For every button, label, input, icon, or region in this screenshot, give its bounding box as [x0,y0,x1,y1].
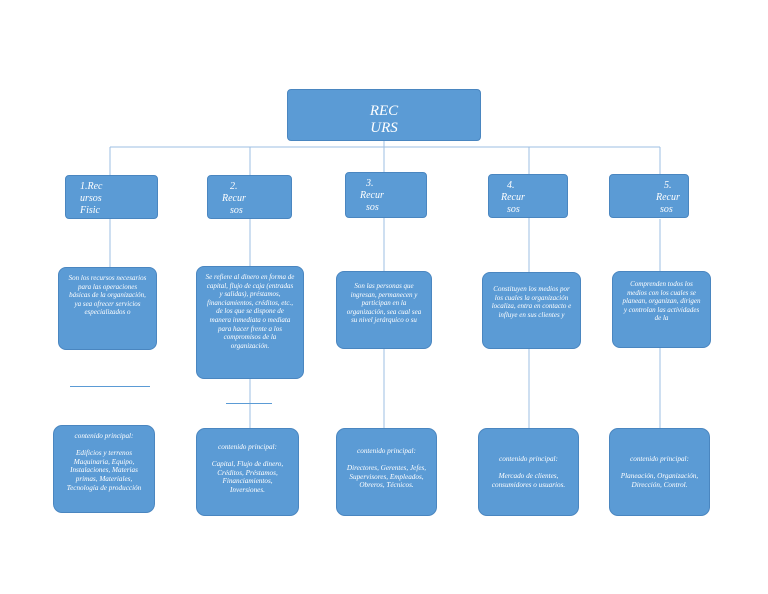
head-line: ursos [80,193,102,204]
content-label: contenido principal: [630,455,689,463]
head-line: Recur [360,190,384,201]
content-label: contenido principal: [218,443,277,451]
head-node-2: 2. Recur sos [207,175,292,219]
content-node-1: contenido principal: Edificios y terreno… [53,425,155,513]
head-line: Recur [501,192,525,203]
content-label: contenido principal: [499,455,558,463]
description-node-4: Constituyen los medios por los cuales la… [482,272,581,349]
content-label: contenido principal: [357,447,416,455]
head-line: sos [366,202,379,213]
head-node-3: 3. Recur sos [345,172,427,218]
head-line: Fisic [80,205,100,216]
content-text: Edificios y terrenos Maquinaria, Equipo,… [66,448,142,492]
content-text: Mercado de clientes, consumidores o usua… [491,471,566,489]
root-title-line2: URS [370,120,398,136]
head-line: 5. [664,180,672,191]
description-text: Constituyen los medios por los cuales la… [491,285,572,319]
description-node-3: Son las personas que ingresan, permanece… [336,271,432,349]
description-node-5: Comprenden todos los medios con los cual… [612,271,711,348]
description-text: Son los recursos necesarios para las ope… [68,274,147,317]
content-label: contenido principal: [74,432,134,440]
separator-line [226,403,272,404]
content-text: Capital, Flujo de dinero, Créditos, Prés… [211,459,284,495]
head-line: sos [660,204,673,215]
description-node-2: Se refiere al dinero en forma de capital… [196,266,304,379]
content-node-5: contenido principal: Planeación, Organiz… [609,428,710,516]
content-text: Planeación, Organización, Dirección, Con… [620,471,699,489]
description-text: Se refiere al dinero en forma de capital… [205,273,295,350]
description-text: Comprenden todos los medios con los cual… [622,280,701,323]
head-line: sos [230,205,243,216]
head-node-4: 4. Recur sos [488,174,568,218]
content-node-2: contenido principal: Capital, Flujo de d… [196,428,299,516]
head-line: 4. [507,180,515,191]
head-node-5: 5. Recur sos [609,174,689,218]
head-line: sos [507,204,520,215]
head-line: Recur [656,192,680,203]
head-line: 2. [230,181,238,192]
head-line: 1.Rec [80,181,103,192]
content-node-4: contenido principal: Mercado de clientes… [478,428,579,516]
head-node-1: 1.Rec ursos Fisic [65,175,158,219]
content-node-3: contenido principal: Directores, Gerente… [336,428,437,516]
description-text: Son las personas que ingresan, permanece… [346,282,422,325]
description-node-1: Son los recursos necesarios para las ope… [58,267,157,350]
head-line: 3. [366,178,374,189]
separator-line [70,386,150,387]
root-title-line1: REC [369,103,399,119]
head-line: Recur [222,193,246,204]
content-text: Directores, Gerentes, Jefes, Supervisore… [346,463,427,490]
root-node: REC URS [287,89,481,141]
